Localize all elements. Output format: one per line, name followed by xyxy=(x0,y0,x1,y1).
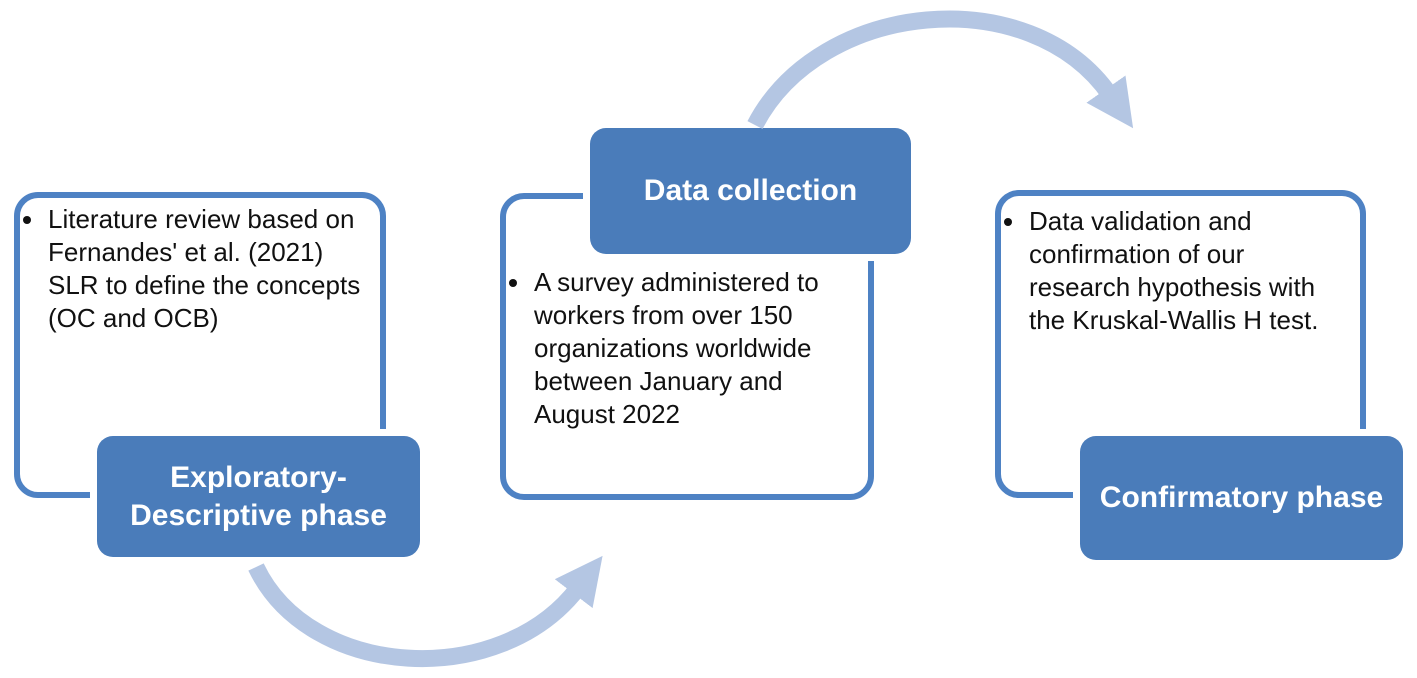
bullet-line: the Kruskal-Wallis H test. xyxy=(1029,305,1319,335)
phase-label-line: Exploratory- xyxy=(170,460,347,494)
bullet-line: August 2022 xyxy=(534,399,681,429)
bullet-line: between January and xyxy=(534,366,783,396)
arrow-exploratory-to-data-collection xyxy=(248,555,603,668)
bullet-list: Literature review based on Fernandes' et… xyxy=(20,203,380,335)
bullet-line: SLR to define the concepts xyxy=(48,270,361,300)
phase-label-data-collection: Data collection xyxy=(590,128,911,254)
phase-label-line: Descriptive phase xyxy=(130,498,387,532)
phase-label-line: Data collection xyxy=(643,174,858,207)
bullet-line: Fernandes' et al. (2021) xyxy=(48,237,324,267)
bullet-line: A survey administered to xyxy=(534,267,819,297)
bullet-item: Data validation and confirmation of our … xyxy=(1027,205,1350,337)
arrow-data-collection-to-confirmatory xyxy=(747,10,1134,129)
bullet-line: (OC and OCB) xyxy=(48,303,219,333)
bullet-line: confirmation of our xyxy=(1029,239,1245,269)
phase-label-exploratory-descriptive: Exploratory- Descriptive phase xyxy=(97,436,420,557)
bullet-line: workers from over 150 xyxy=(534,300,793,330)
bullet-line: organizations worldwide xyxy=(534,333,812,363)
bullet-item: Literature review based on Fernandes' et… xyxy=(46,203,370,335)
bullet-list: Data validation and confirmation of our … xyxy=(1001,205,1360,337)
panel-exploratory-descriptive: Literature review based on Fernandes' et… xyxy=(14,192,386,498)
phase-label-line: Confirmatory phase xyxy=(1099,481,1384,514)
phase-label-confirmatory: Confirmatory phase xyxy=(1080,436,1403,560)
bullet-line: Literature review based on xyxy=(48,204,355,234)
bullet-list: A survey administered to workers from ov… xyxy=(506,266,868,431)
bullet-line: Data validation and xyxy=(1029,206,1252,236)
bullet-line: research hypothesis with xyxy=(1029,272,1316,302)
bullet-item: A survey administered to workers from ov… xyxy=(532,266,858,431)
